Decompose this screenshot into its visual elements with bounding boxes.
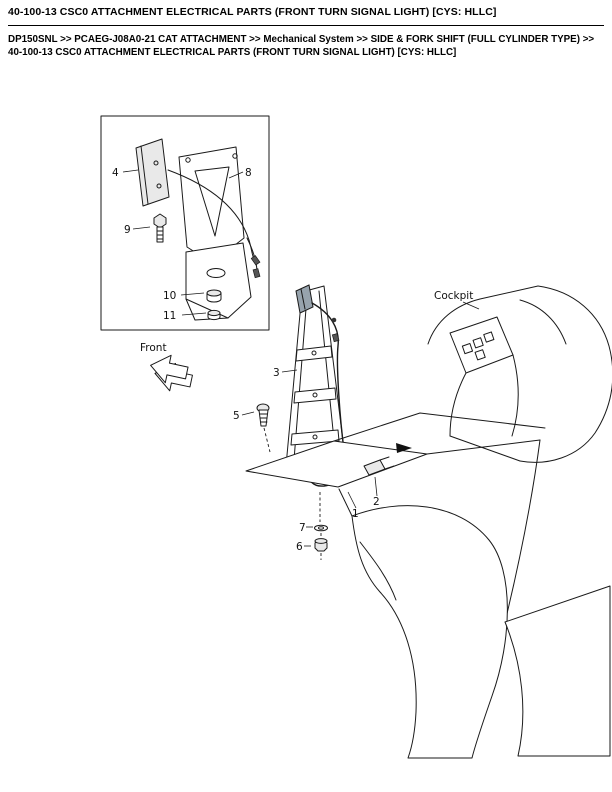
callout-4: 4 <box>112 167 119 179</box>
mount-base <box>185 242 252 321</box>
callout-11: 11 <box>163 310 176 322</box>
direction-arrow <box>396 443 412 453</box>
cockpit-label: Cockpit <box>434 290 473 302</box>
callout-3: 3 <box>273 367 280 379</box>
breadcrumb-line-2: 40-100-13 CSC0 ATTACHMENT ELECTRICAL PAR… <box>8 46 457 58</box>
callout-2: 2 <box>373 496 380 508</box>
breadcrumb-line-1: DP150SNL >> PCAEG-J08A0-21 CAT ATTACHMEN… <box>8 34 595 45</box>
fender <box>351 505 508 759</box>
connector-part2 <box>363 456 395 476</box>
callout-9: 9 <box>124 224 131 236</box>
inset-wiring-harness <box>167 169 261 279</box>
bracket-part8 <box>178 146 245 264</box>
bolt-part9 <box>153 213 167 243</box>
front-label: Front <box>140 342 167 354</box>
signal-lamp-top <box>295 284 314 314</box>
nut-part6 <box>314 538 328 552</box>
fender-contour <box>359 541 397 601</box>
callout-1: 1 <box>352 508 359 520</box>
inset-border <box>100 115 270 331</box>
callout-8: 8 <box>245 167 252 179</box>
spacer-part10 <box>206 289 222 303</box>
dash-panel <box>449 316 514 374</box>
page-title: 40-100-13 CSC0 ATTACHMENT ELECTRICAL PAR… <box>8 6 497 18</box>
assembly-axis-line <box>319 492 322 560</box>
side-panel <box>504 585 611 757</box>
lamp-part4 <box>135 138 170 207</box>
page-header: 40-100-13 CSC0 ATTACHMENT ELECTRICAL PAR… <box>8 6 604 59</box>
breadcrumb: DP150SNL >> PCAEG-J08A0-21 CAT ATTACHMEN… <box>8 34 604 59</box>
base-plate <box>245 412 546 517</box>
callout-5: 5 <box>233 410 240 422</box>
mast-bracket-part3 <box>280 285 352 478</box>
bolt-part5 <box>256 403 271 453</box>
callout-6: 6 <box>296 541 303 553</box>
callouts: 1 2 3 4 5 6 7 8 9 10 11 <box>112 167 380 553</box>
front-arrow-shape <box>150 354 189 384</box>
callout-10: 10 <box>163 290 176 302</box>
front-direction-arrow: Front <box>140 342 193 392</box>
nut-part11 <box>207 309 221 321</box>
callout-7: 7 <box>299 522 306 534</box>
washer-part7 <box>314 524 328 532</box>
title-divider <box>8 25 604 26</box>
detail-inset <box>100 115 270 331</box>
